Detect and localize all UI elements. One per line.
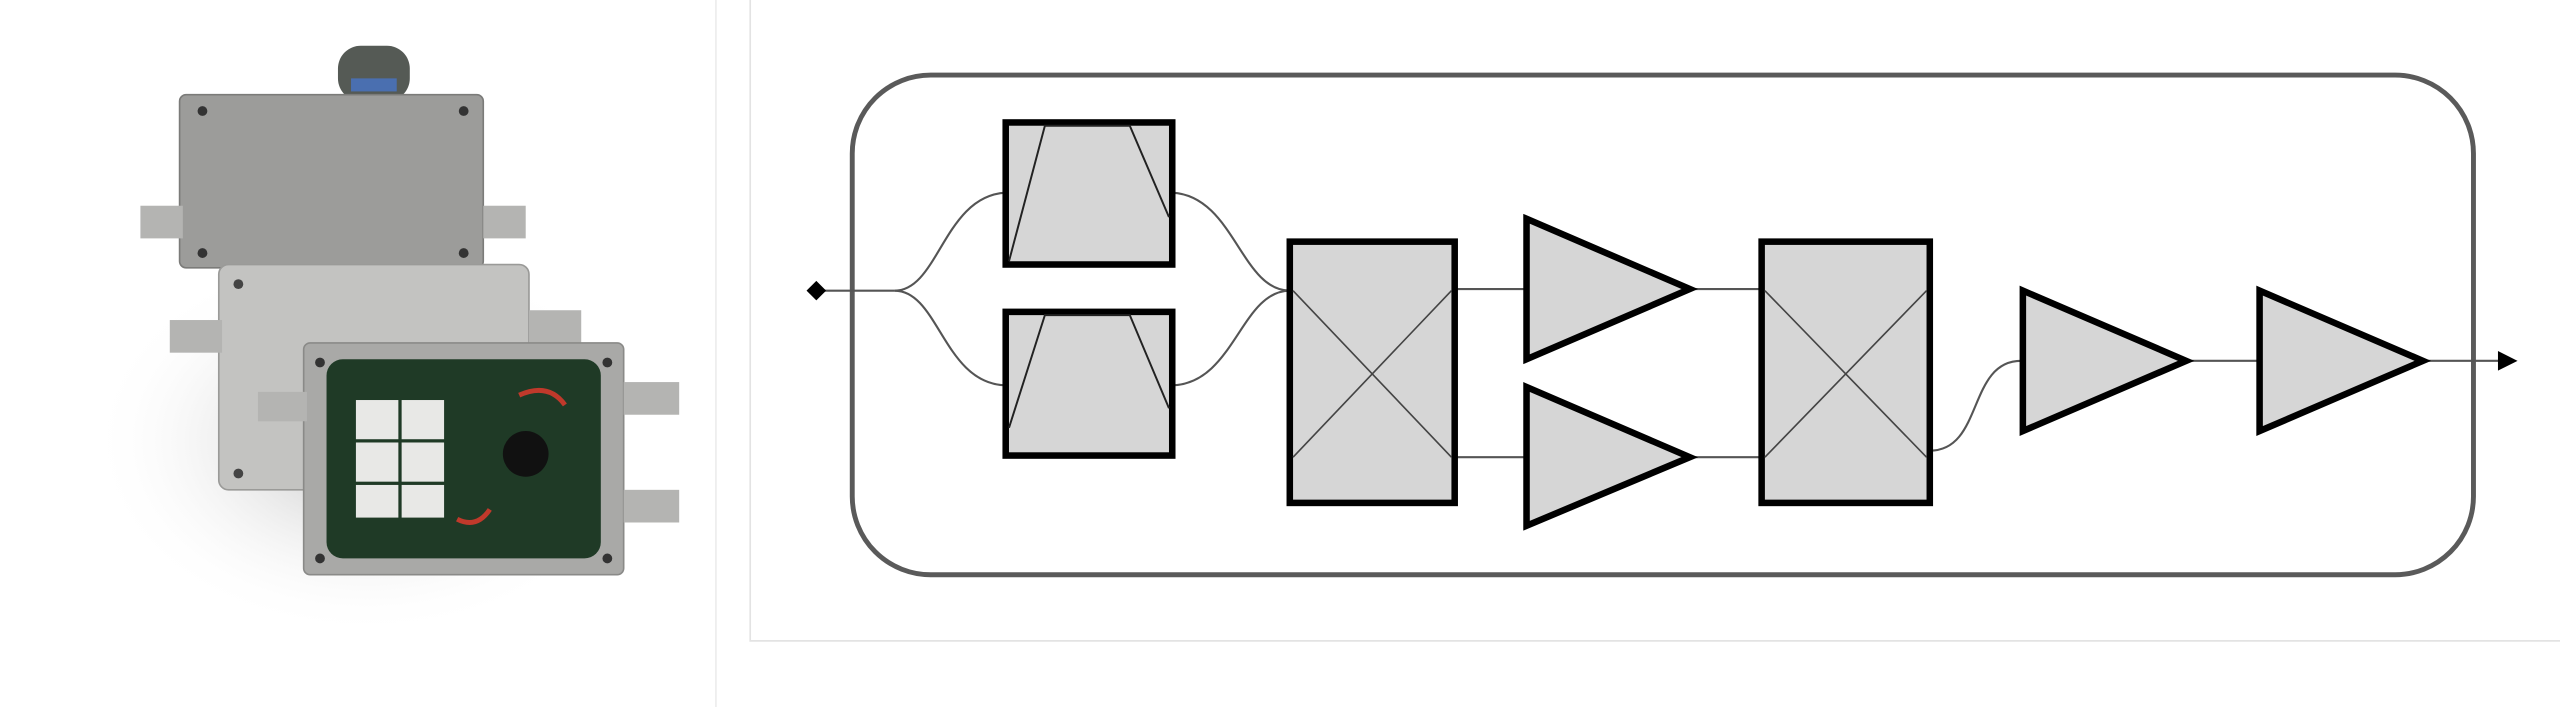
block-diagram	[806, 72, 2518, 578]
wires	[816, 191, 2502, 459]
hybrid-coupler-2	[1758, 238, 1934, 507]
amplifier-2	[1523, 382, 1699, 531]
amplifier-3	[2019, 285, 2195, 437]
bandpass-filter-1	[1002, 119, 1176, 268]
module-enclosure	[849, 72, 2476, 578]
hybrid-coupler-1	[1286, 238, 1458, 507]
amplifier-1	[1523, 213, 1699, 365]
bandpass-filter-2	[1002, 308, 1176, 459]
housing-back	[140, 45, 526, 269]
housing-front	[257, 342, 680, 576]
amplifier-4	[2256, 285, 2432, 437]
input-port-diamond	[806, 280, 827, 301]
product-photo	[89, 45, 680, 637]
output-port-arrow	[2497, 351, 2518, 371]
diagram-panel-border	[749, 0, 2560, 642]
